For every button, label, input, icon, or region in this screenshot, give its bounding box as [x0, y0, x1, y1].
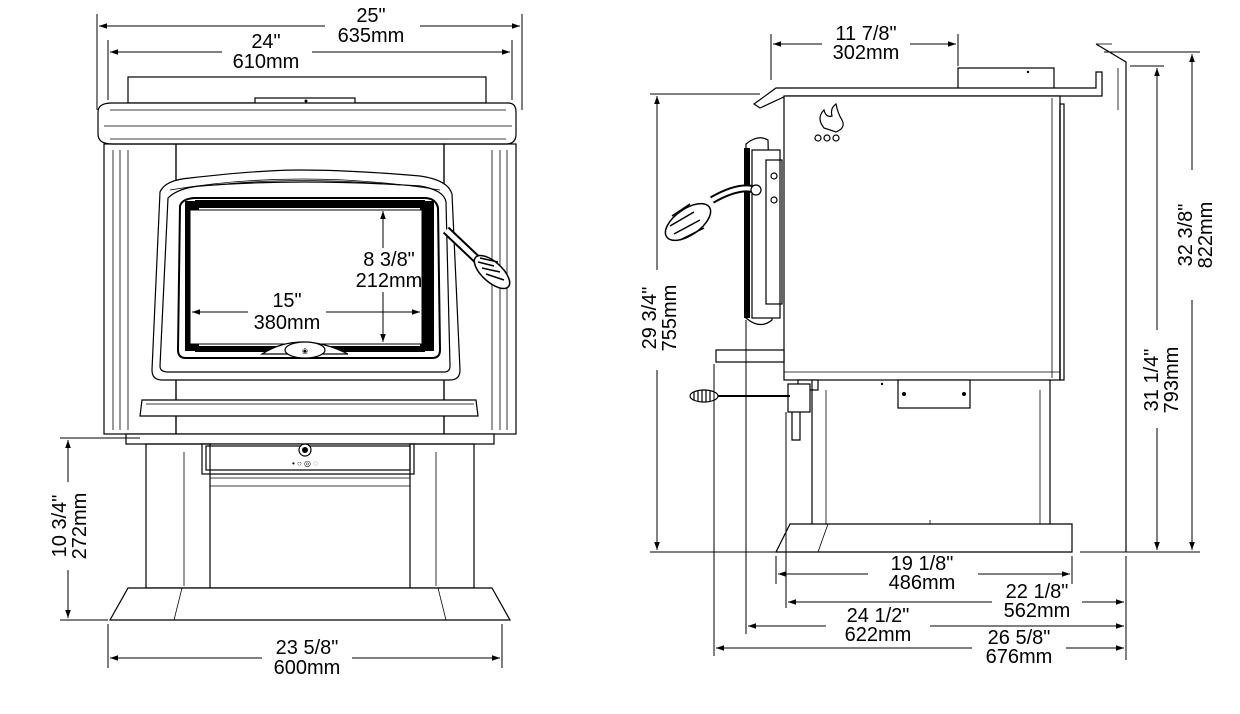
side-bracket [897, 379, 971, 409]
dim-depth-to-door-mm: 622mm [845, 624, 912, 646]
dim-depth-to-door: 24 1/2" 622mm [745, 320, 1124, 646]
dim-base-width-mm: 600mm [274, 657, 341, 679]
dim-overall-width-in: 25" [356, 5, 385, 27]
side-base [775, 523, 1073, 553]
dim-glass-width-in: 15" [272, 290, 301, 312]
ash-drawer [201, 443, 415, 475]
dim-height-to-top-in: 32 3/8" [1175, 204, 1197, 267]
dim-depth-to-door-in: 24 1/2" [847, 605, 910, 627]
dim-base-depth: 19 1/8" 486mm [775, 553, 1073, 594]
svg-text:• ○ ◎ ◌: • ○ ◎ ◌ [292, 459, 318, 468]
dim-overall-width-mm: 635mm [338, 25, 405, 47]
dim-depth-to-handle: 22 1/8" 562mm [785, 412, 1127, 660]
dim-flue-offset-mm: 302mm [833, 42, 900, 64]
dim-pedestal-height: 10 3/4" 272mm [49, 437, 140, 621]
dim-glass-height-mm: 212mm [356, 270, 423, 292]
dim-height-to-flue-mm: 755mm [659, 285, 681, 352]
dim-top-width-in: 24" [251, 31, 280, 53]
dim-height-to-body-mm: 793mm [1161, 347, 1183, 414]
dim-overall-width: 25" 635mm [96, 5, 523, 110]
dim-pedestal-height-in: 10 3/4" [49, 495, 71, 558]
side-door-handle [664, 184, 762, 242]
dim-pedestal-height-mm: 272mm [69, 493, 91, 560]
dim-top-width-mm: 610mm [233, 51, 300, 73]
dim-base-depth-mm: 486mm [889, 572, 956, 594]
base-plinth [108, 587, 512, 621]
side-top-plate [752, 71, 1103, 109]
dim-depth-to-handle-in: 22 1/8" [1006, 581, 1069, 603]
door-handle [442, 226, 511, 290]
dim-overall-depth-mm: 676mm [986, 646, 1053, 668]
dim-base-width-in: 23 5/8" [276, 637, 339, 659]
front-view: 25" 635mm 24" 610mm [49, 5, 523, 679]
dim-height-to-top-mm: 822mm [1195, 202, 1217, 269]
side-body [783, 95, 1061, 381]
ash-lip [139, 399, 479, 417]
pedestal-right-leg [409, 443, 475, 589]
side-ash-lip [715, 349, 785, 363]
dim-overall-depth: 26 5/8" 676mm [713, 364, 1124, 668]
pedestal-top-band [125, 433, 495, 445]
side-view: 11 7/8" 302mm [639, 23, 1217, 668]
dim-height-to-top: 32 3/8" 822mm [1080, 51, 1217, 553]
flame-logo-icon [814, 103, 844, 142]
dim-flue-offset: 11 7/8" 302mm [770, 23, 959, 80]
dim-top-width: 24" 610mm [107, 31, 513, 100]
stove-top [97, 102, 517, 145]
dim-glass-height-in: 8 3/8" [363, 249, 415, 271]
dim-glass-width-mm: 380mm [254, 312, 321, 334]
dim-height-to-flue: 29 3/4" 755mm [639, 93, 776, 553]
door-glass [176, 197, 442, 359]
dim-depth-to-handle-mm: 562mm [1004, 600, 1071, 622]
dim-glass-height: 8 3/8" 212mm [356, 211, 423, 342]
dim-base-depth-in: 19 1/8" [891, 553, 954, 575]
dim-glass-width: 15" 380mm [192, 290, 420, 334]
pedestal-left-leg [145, 443, 211, 589]
dim-height-to-body: 31 1/4" 793mm [1130, 65, 1183, 550]
dim-flue-offset-in: 11 7/8" [835, 23, 896, 45]
dim-base-width: 23 5/8" 600mm [107, 624, 503, 679]
svg-text:❀: ❀ [302, 347, 309, 356]
dim-height-to-flue-in: 29 3/4" [639, 287, 661, 350]
dim-overall-depth-in: 26 5/8" [988, 627, 1051, 649]
side-ash-drawer-handle [689, 389, 790, 403]
dim-height-to-body-in: 31 1/4" [1141, 349, 1163, 412]
